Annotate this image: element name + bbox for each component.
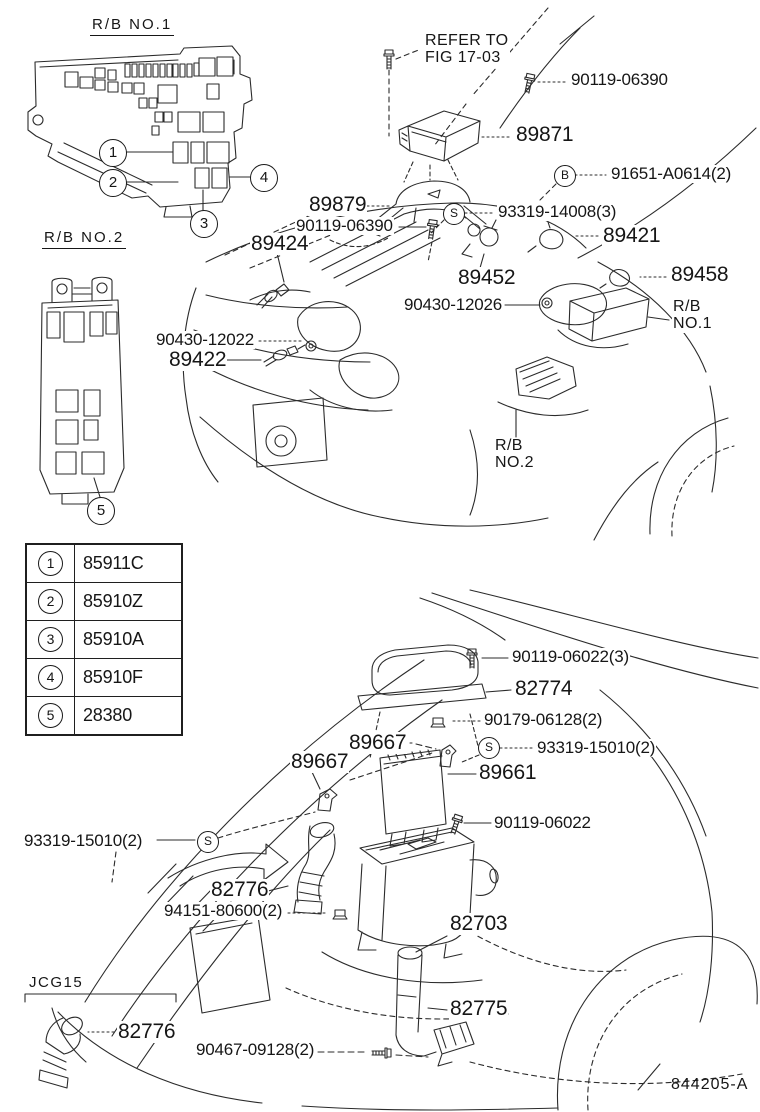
sensor-89424-glyph xyxy=(256,283,290,309)
row-part-number: 28380 xyxy=(83,705,133,725)
label-82776-main: 82776 xyxy=(210,878,270,902)
leader-lines-lower xyxy=(87,657,661,1091)
label-89421: 89421 xyxy=(602,224,662,248)
bracket-89667-right-glyph xyxy=(439,744,457,768)
callout-4: 4 xyxy=(250,164,278,192)
table-row: 1 85911C xyxy=(27,545,181,582)
table-row: 3 85910A xyxy=(27,620,181,658)
label-89452: 89452 xyxy=(457,266,517,290)
row-callout: 4 xyxy=(38,665,63,690)
callout-2: 2 xyxy=(99,169,127,197)
callout-3: 3 xyxy=(190,210,218,238)
callout-1: 1 xyxy=(99,139,127,167)
row-callout: 2 xyxy=(38,589,63,614)
label-89667-left: 89667 xyxy=(290,750,350,774)
table-row: 5 28380 xyxy=(27,696,181,734)
label-89661: 89661 xyxy=(478,761,538,785)
parts-table: 1 85911C 2 85910Z 3 85910A 4 85910F 5 28… xyxy=(25,543,183,736)
label-82774: 82774 xyxy=(514,677,574,701)
label-90430-12026: 90430-12026 xyxy=(403,295,504,314)
label-89667-right: 89667 xyxy=(348,731,408,755)
jcg15-inset-drawing xyxy=(24,993,177,1089)
label-93319-14008: 93319-14008(3) xyxy=(497,202,618,221)
relaybox-rb2-drawing xyxy=(39,276,125,505)
rb-no1-title: R/B NO.1 xyxy=(90,16,175,36)
label-82703: 82703 xyxy=(449,912,509,936)
screw-symbol-s-lower-right: S xyxy=(478,737,500,759)
screw-symbol-s-lower-left: S xyxy=(197,831,219,853)
row-part-number: 85911C xyxy=(83,553,144,573)
label-90119-06390-top: 90119-06390 xyxy=(570,70,669,89)
jcg15-label: JCG15 xyxy=(29,974,84,991)
label-90467-09128: 90467-09128(2) xyxy=(195,1040,316,1059)
label-90119-06022: 90119-06022 xyxy=(493,813,592,832)
screw-symbol-s-upper: S xyxy=(443,203,465,225)
table-row: 4 85910F xyxy=(27,658,181,696)
screw-symbol-b-upper: B xyxy=(554,165,576,187)
bracket-89667-left-glyph xyxy=(317,751,436,812)
sensor-89452-glyph xyxy=(461,219,499,258)
pipe-82775-glyph xyxy=(395,946,437,1057)
leader-lines-upper xyxy=(226,48,670,438)
label-89871: 89871 xyxy=(515,123,575,147)
row-part-number: 85910A xyxy=(83,629,144,649)
upper-car-art xyxy=(182,7,757,541)
label-90179-06128: 90179-06128(2) xyxy=(483,710,604,729)
label-93319-15010-right: 93319-15010(2) xyxy=(536,738,657,757)
label-90119-06390-mid: 90119-06390 xyxy=(295,216,394,235)
label-82776-inset: 82776 xyxy=(117,1020,177,1044)
aircleaner-case-82703-glyph xyxy=(357,827,499,959)
row-callout: 5 xyxy=(38,703,63,728)
table-row: 2 85910Z xyxy=(27,582,181,620)
ecu-89871-glyph xyxy=(398,110,481,162)
row-callout: 1 xyxy=(38,551,63,576)
label-82775: 82775 xyxy=(449,997,509,1021)
hose-82776-glyph xyxy=(293,822,336,915)
label-89458: 89458 xyxy=(670,263,730,287)
label-90119-06022-3: 90119-06022(3) xyxy=(511,647,630,666)
label-90430-12022: 90430-12022 xyxy=(155,330,256,349)
hanger-bracket-glyph xyxy=(433,1021,475,1067)
sensor-89458-glyph xyxy=(599,269,631,289)
label-89879: 89879 xyxy=(308,193,368,217)
row-part-number: 85910Z xyxy=(83,591,143,611)
row-callout: 3 xyxy=(38,627,63,652)
diagram-code: 844205-A xyxy=(671,1076,749,1093)
sensor-89421-glyph xyxy=(527,221,564,253)
label-91651-A0614: 91651-A0614(2) xyxy=(610,164,733,183)
label-89424: 89424 xyxy=(250,232,310,256)
callout-5: 5 xyxy=(87,497,115,525)
fusebox-rb1-drawing xyxy=(27,45,253,498)
lower-car-art xyxy=(51,589,759,1111)
label-93319-15010-left: 93319-15010(2) xyxy=(23,831,144,850)
label-94151-80600: 94151-80600(2) xyxy=(163,901,284,920)
rb-no2-title: R/B NO.2 xyxy=(42,229,127,249)
sensor-89422-glyph xyxy=(263,344,306,367)
row-part-number: 85910F xyxy=(83,667,143,687)
label-89422: 89422 xyxy=(168,348,228,372)
